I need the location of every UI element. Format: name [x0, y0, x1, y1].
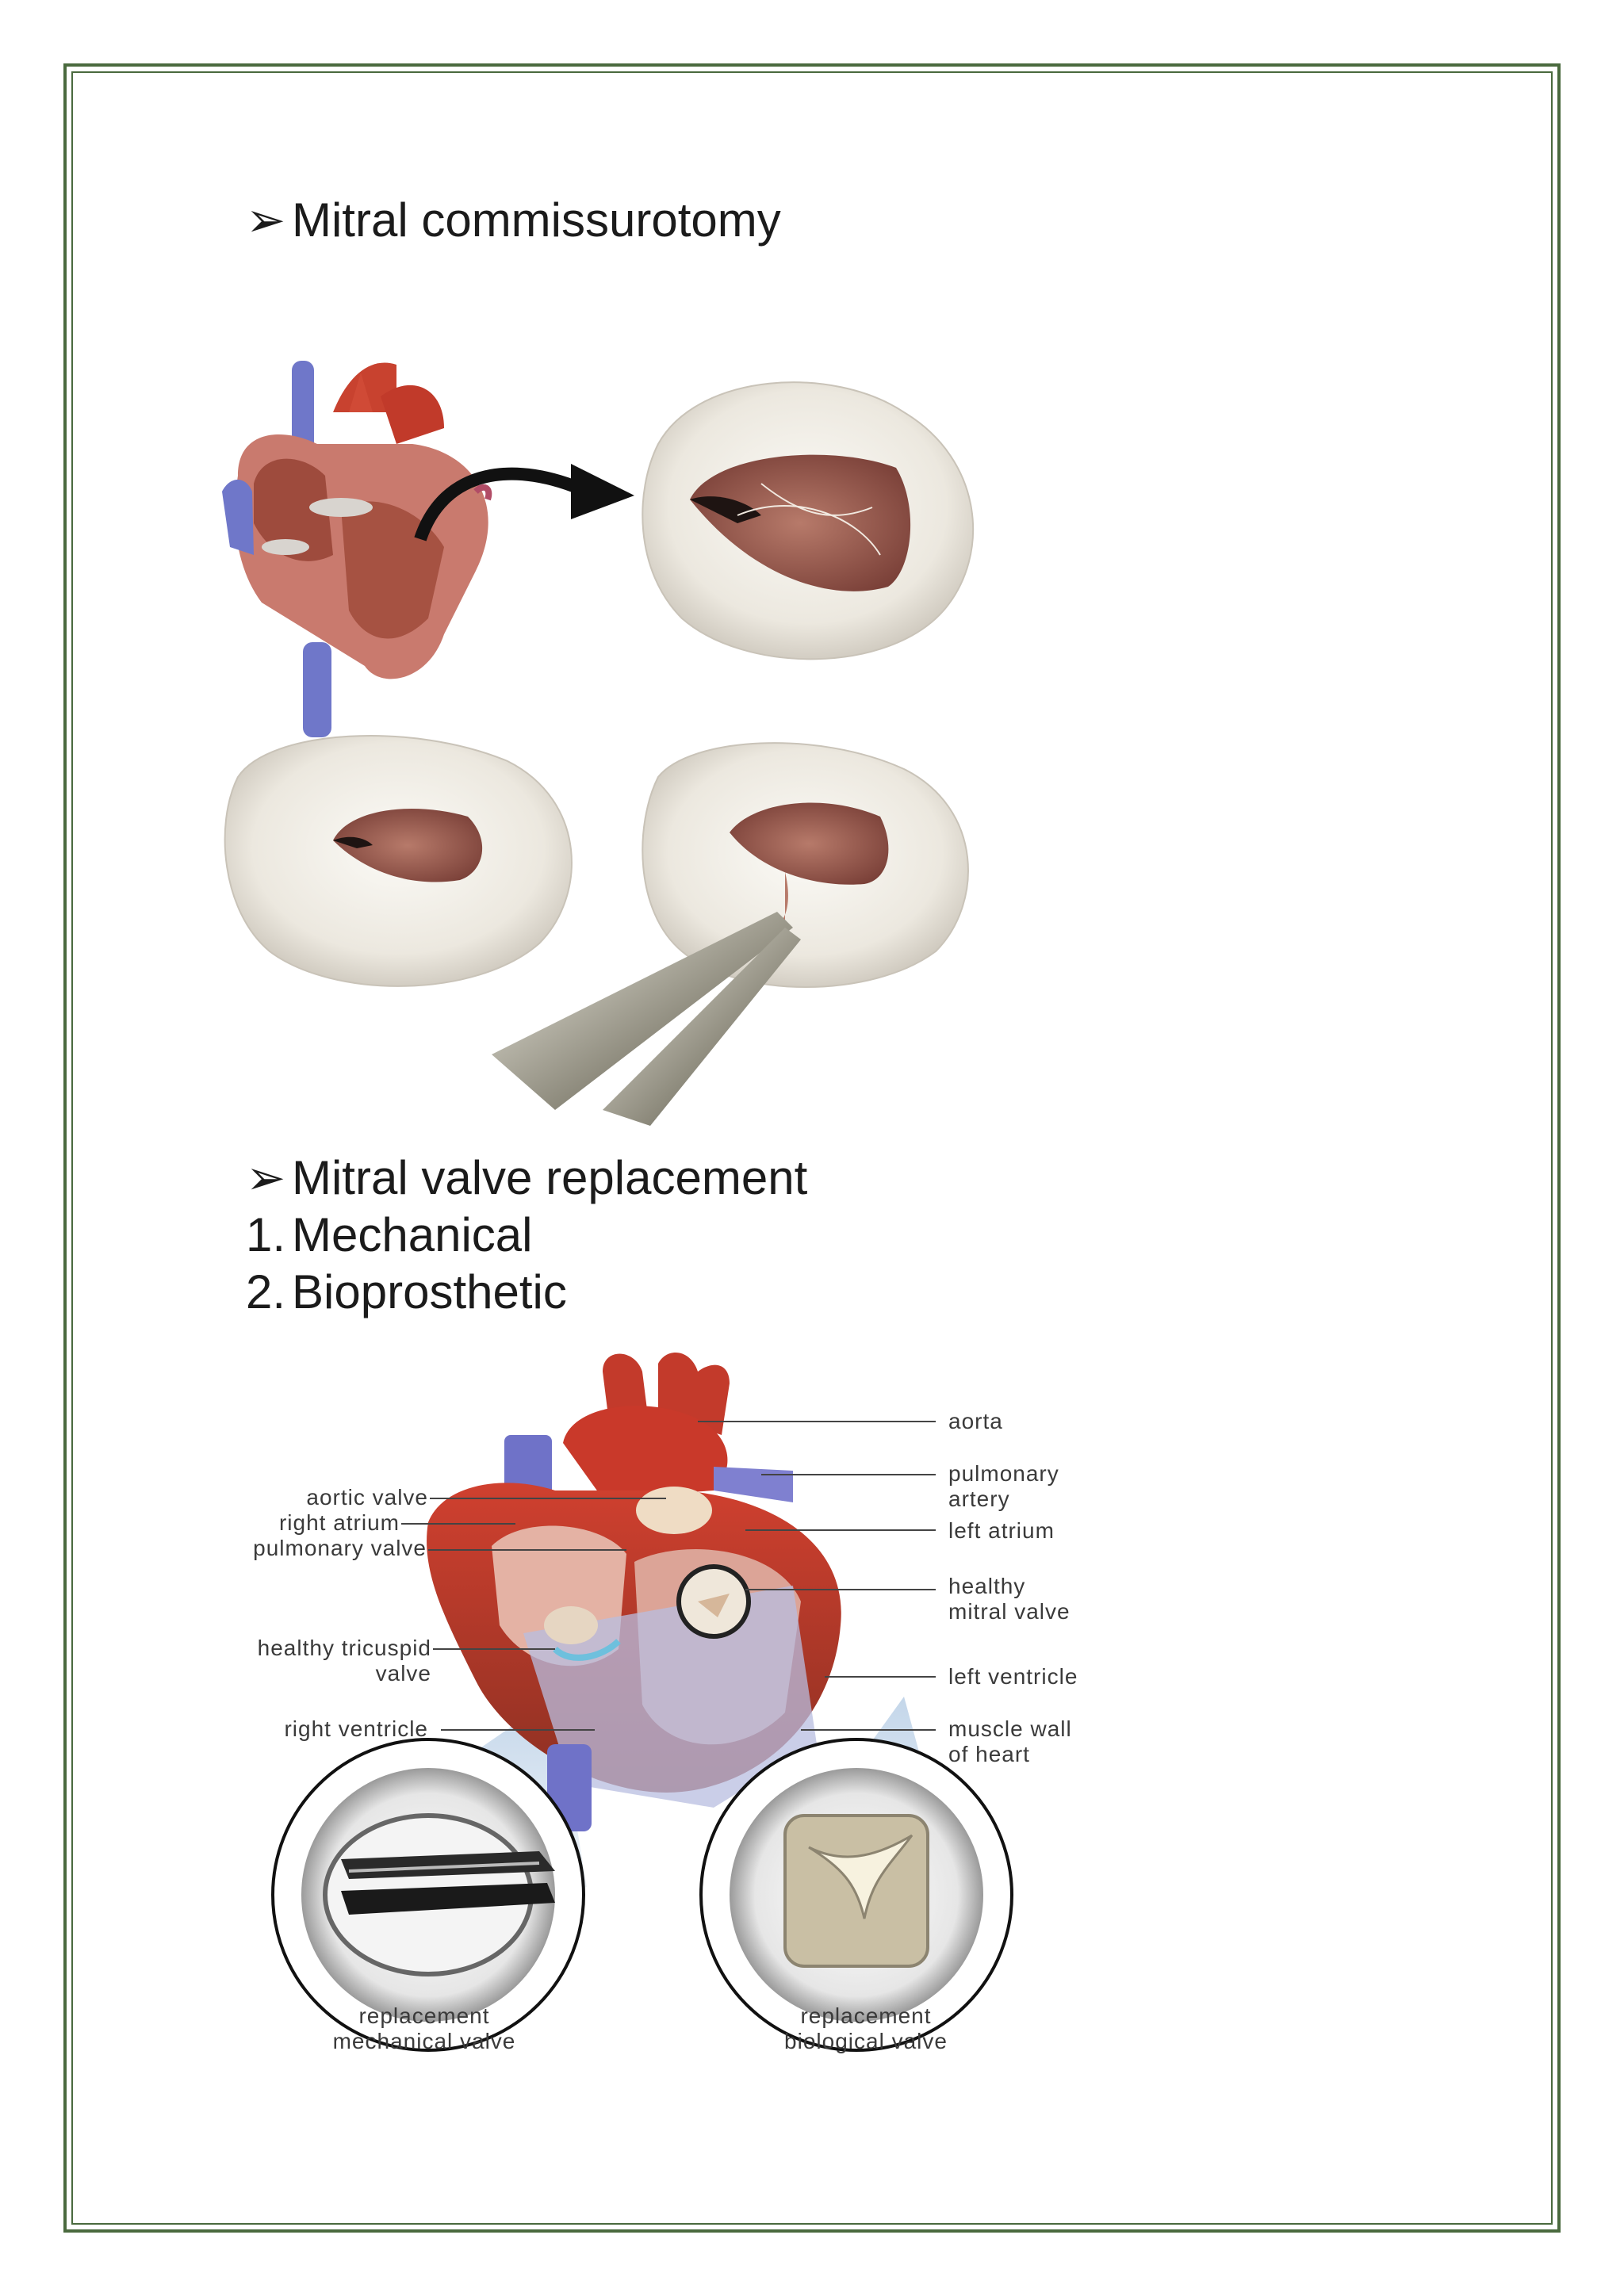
label-right-atrium: right atrium — [279, 1510, 400, 1535]
curved-arrow-icon — [414, 464, 634, 541]
caption-mechanical-2: mechanical valve — [333, 2029, 516, 2053]
list-label: Bioprosthetic — [292, 1265, 567, 1318]
label-muscle-wall-1: muscle wall — [948, 1716, 1072, 1741]
label-muscle-wall-2: of heart — [948, 1742, 1030, 1766]
arrow-bullet-icon: ➢ — [246, 193, 286, 247]
list-item-mechanical: 1.Mechanical — [246, 1207, 533, 1264]
heading-mitral-commissurotomy: ➢Mitral commissurotomy — [246, 192, 781, 249]
page-border-inner — [71, 71, 1553, 2225]
mechanical-valve-image — [271, 1738, 585, 2052]
heading-mitral-valve-replacement: ➢Mitral valve replacement — [246, 1150, 807, 1207]
heading-text: Mitral valve replacement — [292, 1151, 808, 1204]
list-label: Mechanical — [292, 1208, 533, 1261]
mitral-valve-closeup-image — [224, 735, 573, 987]
label-pulmonary-artery-1: pulmonary — [948, 1461, 1059, 1486]
label-left-ventricle: left ventricle — [948, 1664, 1078, 1689]
label-healthy-mitral-2: mitral valve — [948, 1599, 1071, 1624]
leader-lines — [401, 1421, 936, 1731]
label-left-atrium: left atrium — [948, 1518, 1055, 1543]
page-border-outer — [63, 63, 1561, 2233]
label-aortic-valve: aortic valve — [306, 1485, 428, 1510]
arrow-bullet-icon: ➢ — [246, 1151, 286, 1204]
list-item-bioprosthetic: 2.Bioprosthetic — [246, 1264, 567, 1321]
caption-mechanical-1: replacement — [358, 2003, 489, 2028]
mitral-valve-dilation-image — [492, 742, 969, 1126]
label-tricuspid-1: healthy tricuspid — [258, 1636, 431, 1660]
commissurotomy-illustration — [222, 361, 975, 1126]
mitral-valve-stenosis-image — [642, 381, 975, 660]
label-aorta: aorta — [948, 1409, 1003, 1433]
biological-valve-image — [699, 1738, 1013, 2052]
label-tricuspid-2: valve — [376, 1661, 431, 1686]
label-pulmonary-artery-2: artery — [948, 1487, 1010, 1511]
heart-anatomy-image — [427, 1353, 841, 1831]
caption-biological-2: biological valve — [784, 2029, 948, 2053]
label-right-ventricle: right ventricle — [284, 1716, 428, 1741]
caption-biological-1: replacement — [800, 2003, 931, 2028]
label-healthy-mitral-1: healthy — [948, 1574, 1025, 1598]
heading-text: Mitral commissurotomy — [292, 193, 781, 247]
list-number: 2. — [246, 1265, 286, 1318]
label-pulmonary-valve: pulmonary valve — [253, 1536, 427, 1560]
list-number: 1. — [246, 1208, 286, 1261]
